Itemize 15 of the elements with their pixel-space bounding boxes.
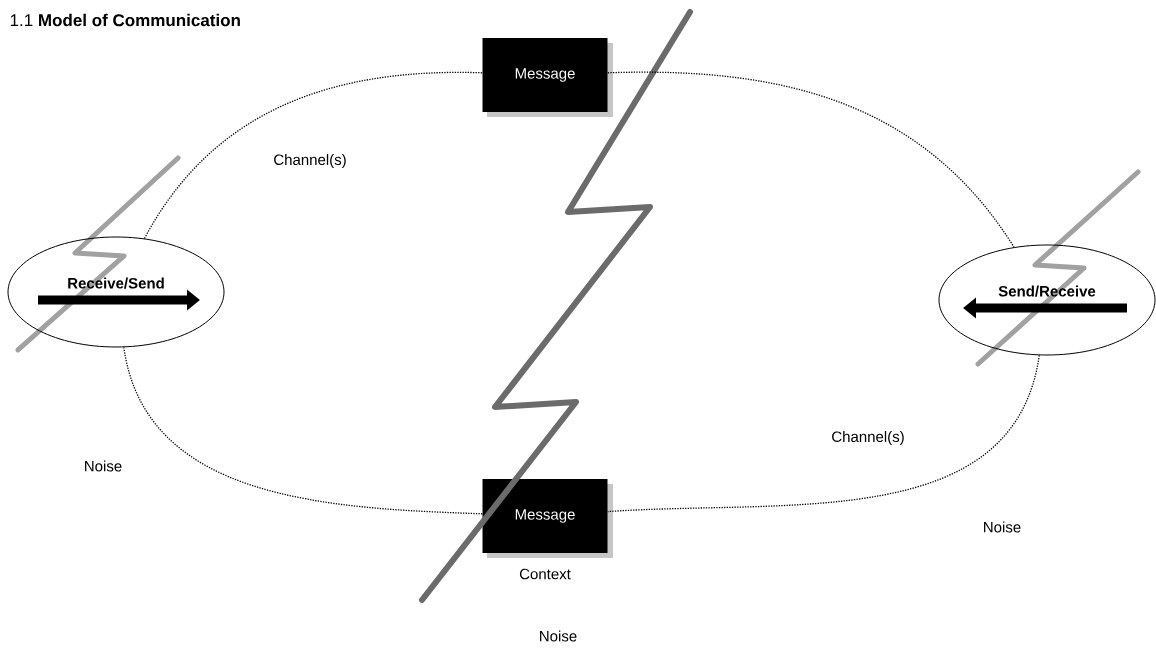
dotted-connector <box>123 346 483 515</box>
noise-label: Noise <box>540 630 577 642</box>
noise-label: Noise <box>85 460 122 472</box>
message-box: Message <box>482 479 613 558</box>
message-box: Message <box>482 38 613 117</box>
context-label: Context <box>519 568 571 580</box>
dotted-connector <box>143 71 483 240</box>
noise-label: Noise <box>984 521 1021 533</box>
dotted-connector <box>607 71 1015 248</box>
ellipse-node: Send/Receive <box>938 244 1156 356</box>
channel-label: Channel(s) <box>274 154 346 168</box>
heading: 1.1 Model of Communication <box>10 13 240 27</box>
channel-label: Channel(s) <box>832 431 904 445</box>
dotted-connector <box>607 354 1040 513</box>
ellipse-node: Receive/Send <box>7 236 225 348</box>
